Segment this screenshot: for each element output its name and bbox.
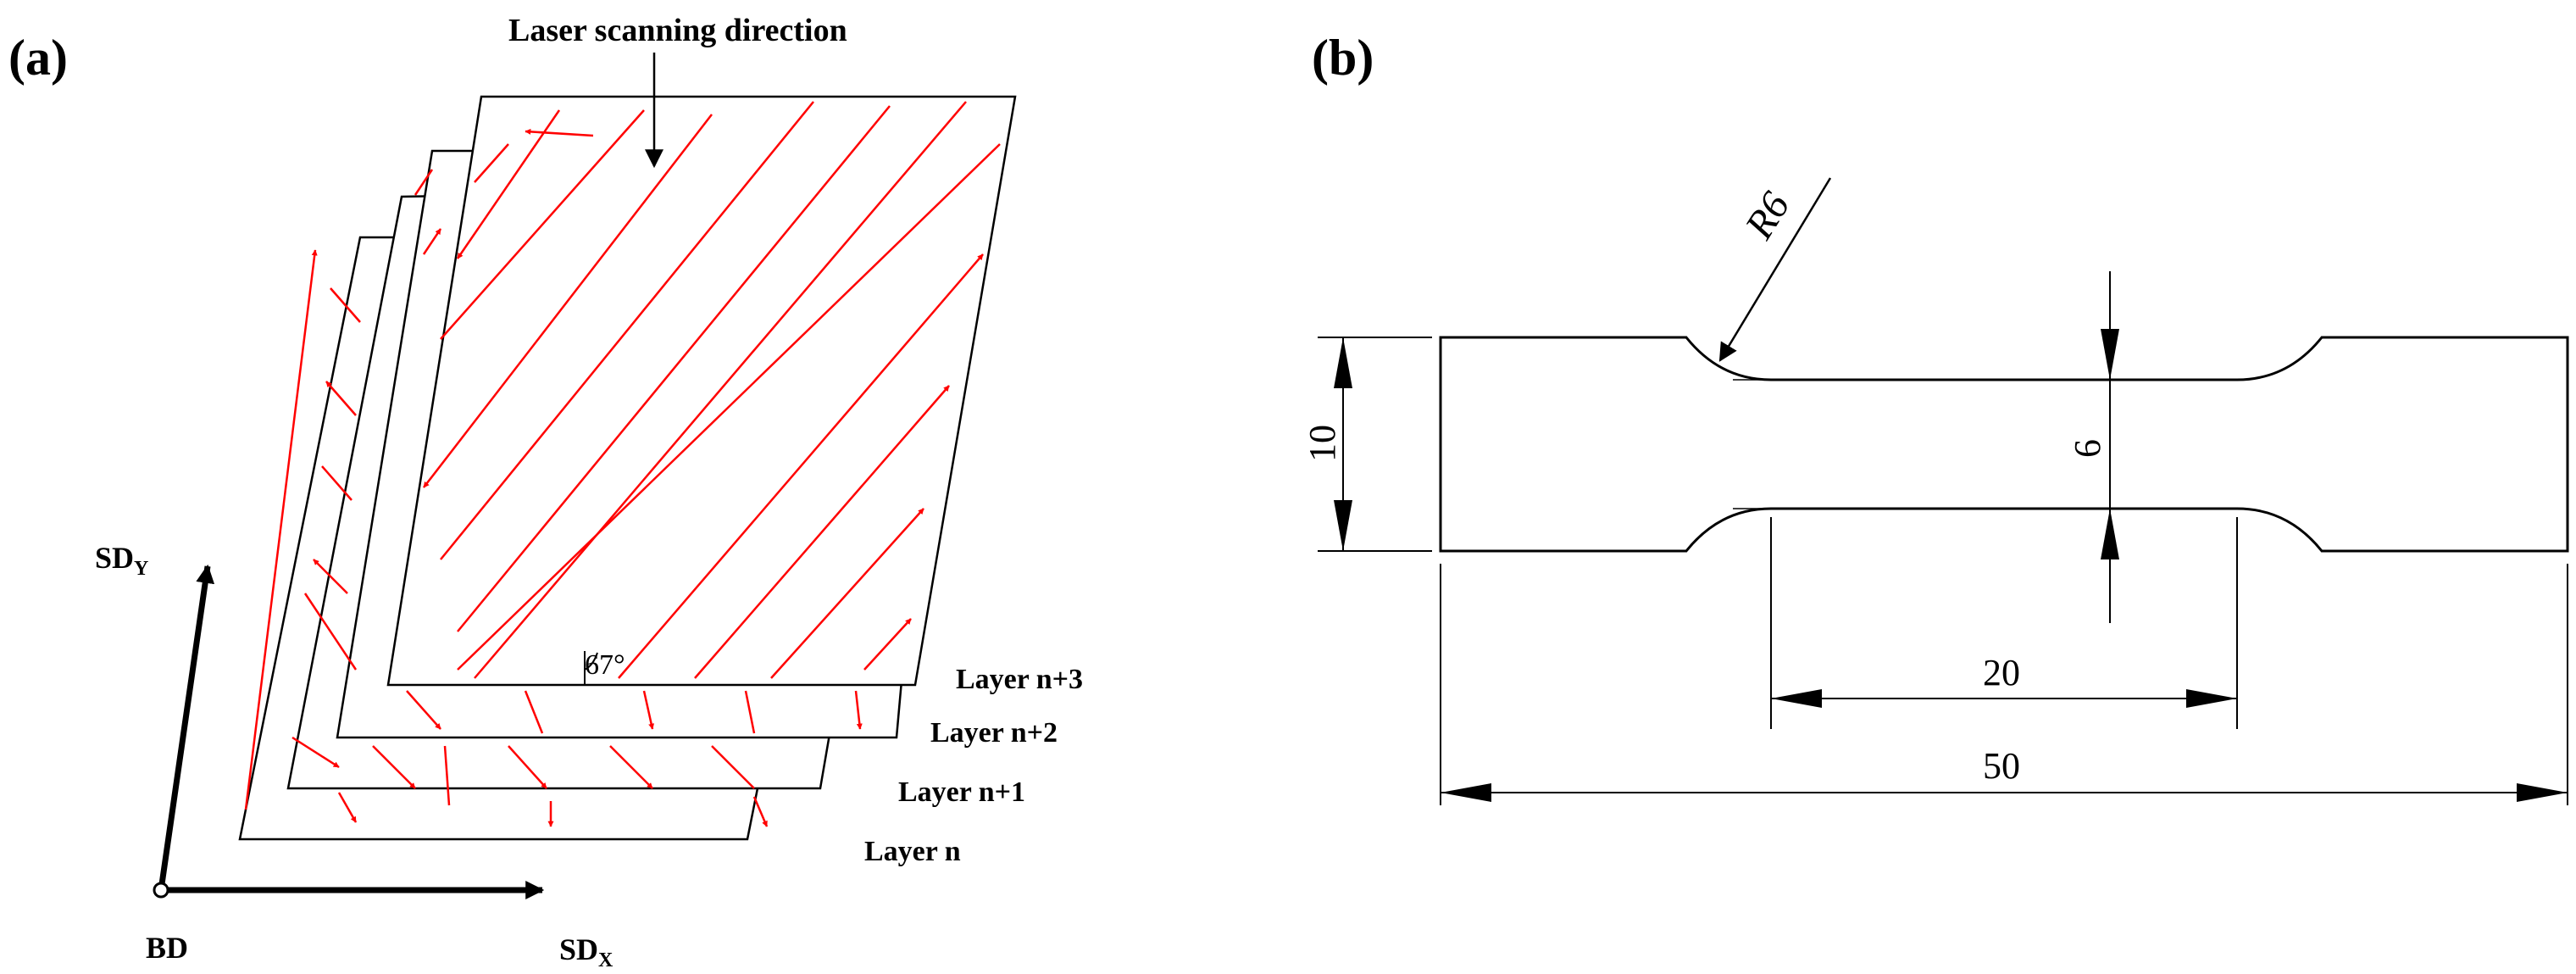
extension-lines: [1318, 337, 2568, 805]
layer-n-scan-lines: [244, 249, 318, 810]
axis-x-label: SDX: [559, 932, 613, 971]
layer-label: Layer n+3: [956, 664, 1083, 695]
dim-gauge-length-label: 20: [1983, 652, 2020, 693]
axis-origin-label: BD: [146, 931, 188, 965]
layer-n-plus-3-sheet: [386, 95, 1017, 687]
angle-marker: [584, 651, 598, 685]
dim-total-length-label: 50: [1983, 745, 2020, 787]
dim-width-label: 10: [1302, 425, 1343, 462]
layer-label: Layer n+1: [898, 776, 1025, 808]
radius-label: R6: [1736, 185, 1799, 248]
layer-back-scan-vectors: [291, 169, 863, 827]
angle-label: 67°: [585, 649, 625, 681]
layer-n-plus-3-scan-vectors: [423, 101, 1001, 679]
panel-b: (b) 10 6 20 50 R6: [1302, 30, 2569, 805]
axis-y-label: SDY: [95, 541, 148, 580]
panel-b-label: (b): [1312, 30, 1374, 86]
specimen-outline: [1439, 336, 2569, 553]
dim-gauge-width-label: 6: [2067, 439, 2108, 458]
axes: [158, 564, 545, 899]
origin-dot: [153, 882, 169, 899]
panel-a-label: (a): [8, 30, 68, 86]
radius-leader: [1718, 177, 1832, 362]
layer-label: Layer n+2: [930, 717, 1058, 749]
scan-direction-label: Laser scanning direction: [508, 13, 847, 48]
layer-label: Layer n: [864, 836, 961, 867]
panel-a: (a): [8, 13, 1083, 971]
